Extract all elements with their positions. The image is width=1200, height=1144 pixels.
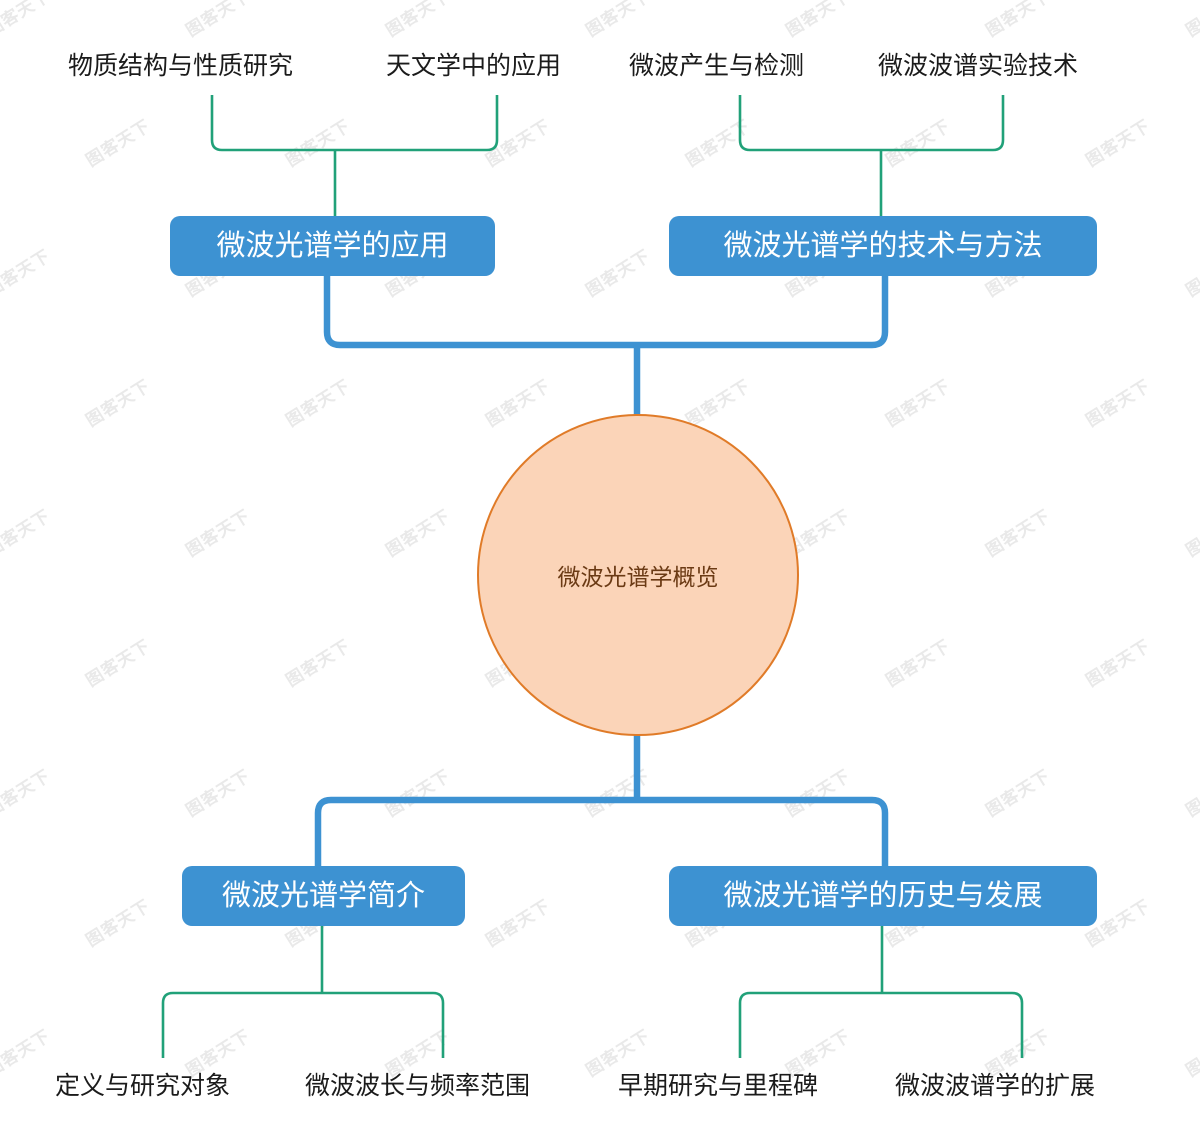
leaf-connector-top-right: [738, 95, 1005, 152]
leaf-label-early-research-milestones[interactable]: 早期研究与里程碑: [618, 1072, 819, 1100]
leaf-label-definition-research-object[interactable]: 定义与研究对象: [55, 1072, 231, 1100]
leaf-label-wavelength-frequency-range[interactable]: 微波波长与频率范围: [305, 1072, 531, 1100]
branch-box-introduction[interactable]: 微波光谱学简介: [182, 866, 465, 926]
leaf-connector-bottom-right: [738, 991, 1024, 1058]
leaf-connector-top-left: [210, 95, 499, 152]
branch-box-applications[interactable]: 微波光谱学的应用: [170, 216, 495, 276]
root-node[interactable]: 微波光谱学概览: [477, 414, 799, 736]
branch-box-techniques-methods[interactable]: 微波光谱学的技术与方法: [669, 216, 1097, 276]
leaf-connector-bottom-left: [161, 991, 445, 1058]
root-connector-top: [323, 276, 889, 349]
leaf-label-material-structure[interactable]: 物质结构与性质研究: [68, 52, 294, 80]
leaf-label-astronomy-application[interactable]: 天文学中的应用: [386, 52, 562, 80]
root-node-label: 微波光谱学概览: [557, 564, 719, 590]
leaf-label-microwave-spectroscopy-experiment-technique[interactable]: 微波波谱实验技术: [878, 52, 1079, 80]
leaf-label-microwave-generation-detection[interactable]: 微波产生与检测: [629, 52, 805, 80]
leaf-label-expansion-of-microwave-spectroscopy[interactable]: 微波波谱学的扩展: [895, 1072, 1096, 1100]
branch-box-history-development[interactable]: 微波光谱学的历史与发展: [669, 866, 1097, 926]
root-connector-bottom: [314, 796, 889, 866]
